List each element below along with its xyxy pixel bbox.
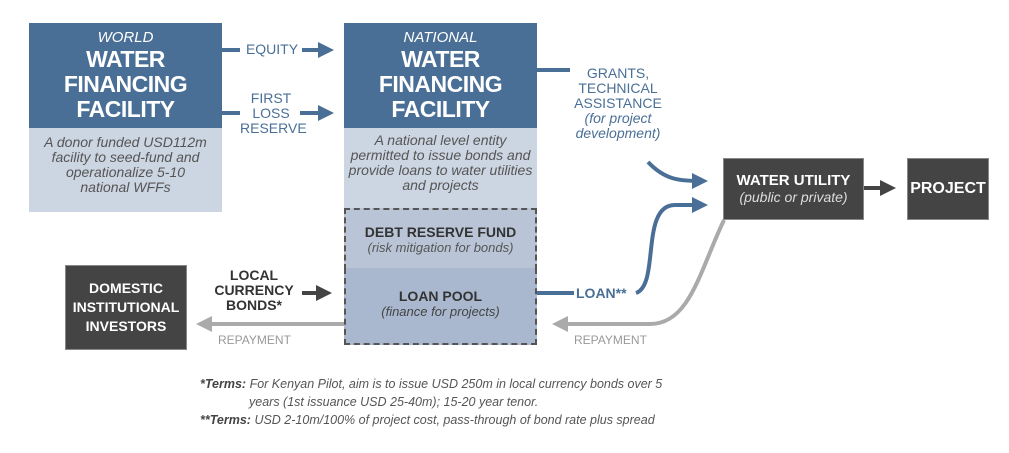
loan-pool-title: LOAN POOL [398,288,483,304]
national-title: FACILITY [391,96,490,122]
loan-pool-sub: (finance for projects) [381,304,500,319]
loan-label: LOAN** [576,285,627,301]
world-kicker: WORLD [97,29,154,46]
footnote-2: **Terms: USD 2-10m/100% of project cost,… [200,413,655,427]
world-title: WATER [86,46,165,72]
world-wff-header: WORLD WATER FINANCING FACILITY [29,23,222,128]
loan-arrow [634,197,708,295]
loan-pool: LOAN POOL (finance for projects) [344,268,537,345]
footnote-1-cont: years (1st issuance USD 25-40m); 15-20 y… [249,395,539,409]
national-title: WATER [401,46,480,72]
debt-reserve-sub: (risk mitigation for bonds) [367,240,514,255]
grants-arrow [646,160,708,189]
national-wff-description: A national level entity permitted to iss… [344,128,537,208]
water-utility-sub: (public or private) [739,189,848,205]
repayment-right-label: REPAYMENT [574,333,647,347]
repayment-left-label: REPAYMENT [218,333,291,347]
world-title: FINANCING [63,71,188,97]
national-kicker: NATIONAL [403,29,478,46]
debt-reserve-title: DEBT RESERVE FUND [364,224,517,240]
equity-label: EQUITY [245,41,299,57]
water-utility-box: WATER UTILITY (public or private) [723,158,864,220]
project-box: PROJECT [907,158,989,220]
footnote-1: *Terms: For Kenyan Pilot, aim is to issu… [200,377,663,391]
debt-reserve-fund: DEBT RESERVE FUND (risk mitigation for b… [344,208,537,270]
national-wff-header: NATIONAL WATER FINANCING FACILITY [344,23,537,128]
world-wff-description: A donor funded USD112m facility to seed-… [29,128,222,212]
water-utility-title: WATER UTILITY [736,172,851,189]
national-title: FINANCING [378,71,503,97]
repayment-right-arrow [552,219,726,332]
world-title: FACILITY [76,96,175,122]
